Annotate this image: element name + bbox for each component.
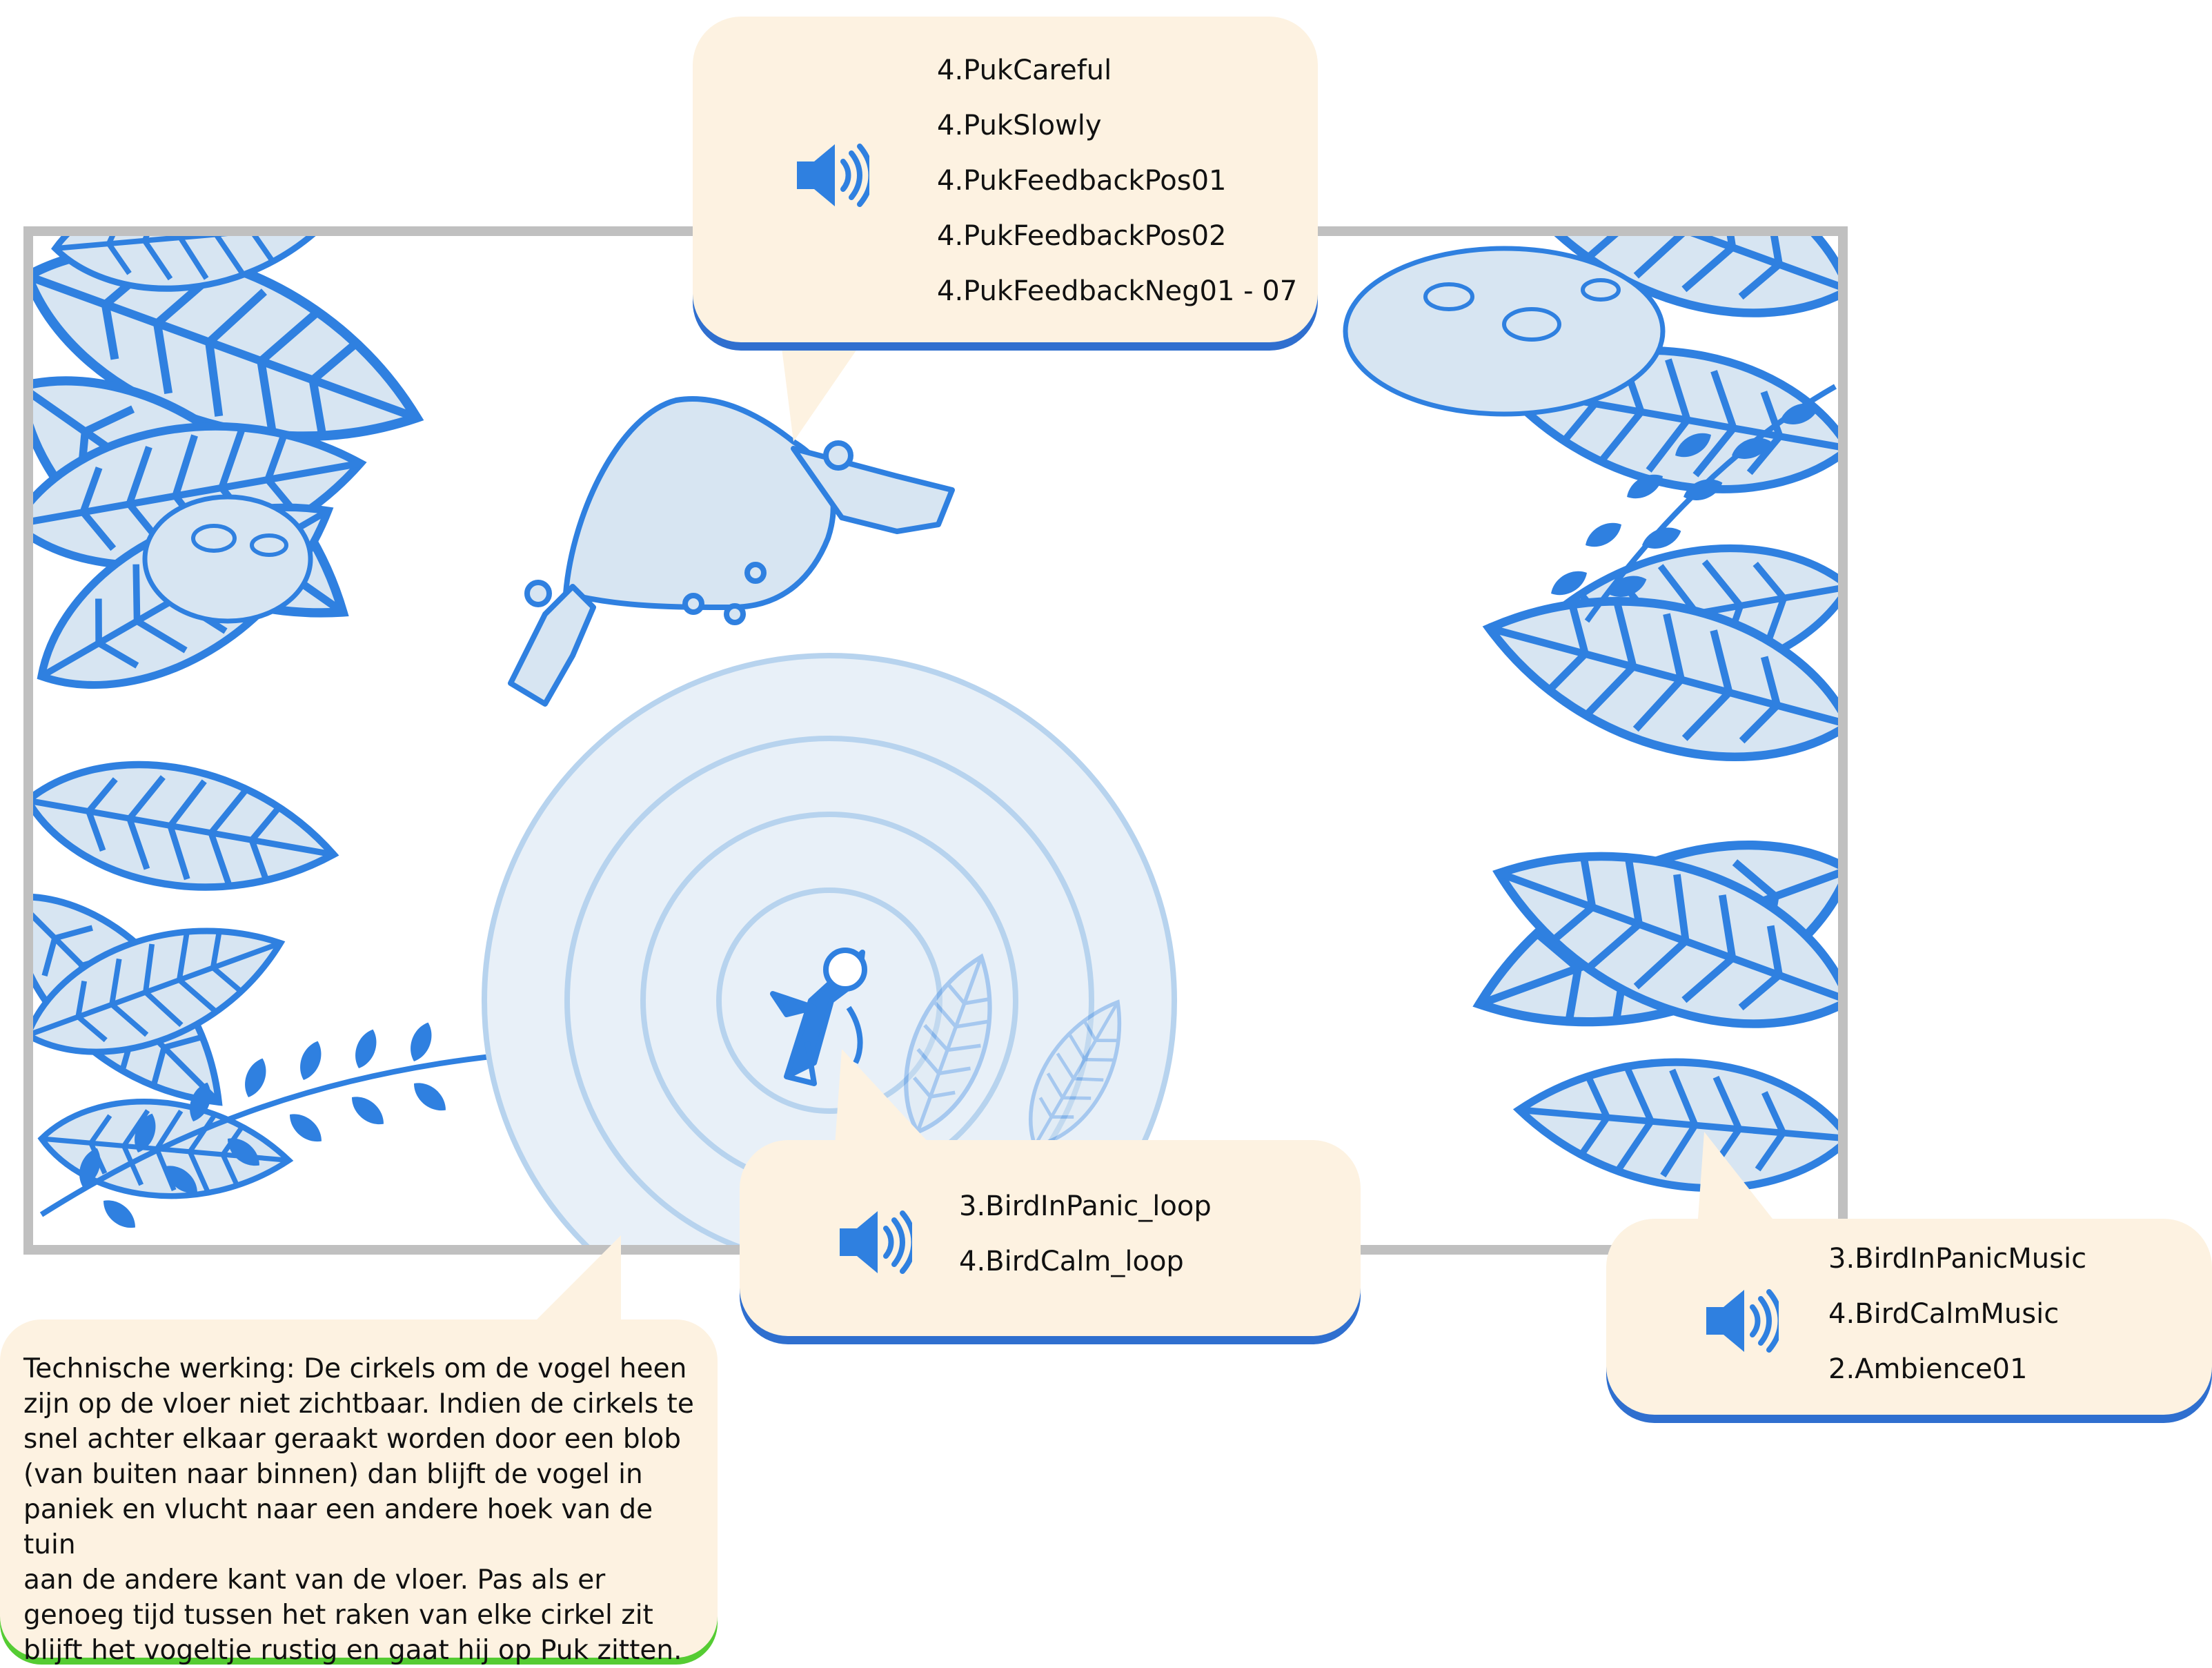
puk-bubble-tail [780, 331, 869, 442]
sound-label: 3.BirdInPanicMusic [1828, 1231, 2086, 1286]
sound-label: 4.BirdCalm_loop [959, 1234, 1212, 1289]
note-bubble-tail [524, 1235, 621, 1332]
sound-label: 3.BirdInPanic_loop [959, 1179, 1212, 1234]
puk-sounds-bubble: 4.PukCareful 4.PukSlowly 4.PukFeedbackPo… [693, 17, 1318, 342]
speaker-icon [793, 141, 869, 210]
speaker-icon [836, 1208, 912, 1277]
technical-note-bubble: Technische werking: De cirkels om de vog… [0, 1319, 718, 1658]
sound-label: 4.PukFeedbackNeg01 - 07 [937, 264, 1297, 319]
sound-label: 2.Ambience01 [1828, 1342, 2086, 1397]
left-foliage [0, 175, 497, 1235]
sound-label: 4.PukCareful [937, 43, 1297, 98]
music-sounds-bubble: 3.BirdInPanicMusic 4.BirdCalmMusic 2.Amb… [1606, 1219, 2212, 1415]
sound-label: 4.PukSlowly [937, 98, 1297, 153]
technical-note-text: Technische werking: De cirkels om de vog… [23, 1351, 700, 1668]
sound-label: 4.PukFeedbackPos02 [937, 208, 1297, 264]
sound-label: 4.BirdCalmMusic [1828, 1286, 2086, 1342]
bird-sounds-bubble: 3.BirdInPanic_loop 4.BirdCalm_loop [740, 1140, 1361, 1336]
sound-label: 4.PukFeedbackPos01 [937, 153, 1297, 208]
right-foliage [1345, 97, 1875, 1201]
speaker-icon [1703, 1286, 1779, 1355]
